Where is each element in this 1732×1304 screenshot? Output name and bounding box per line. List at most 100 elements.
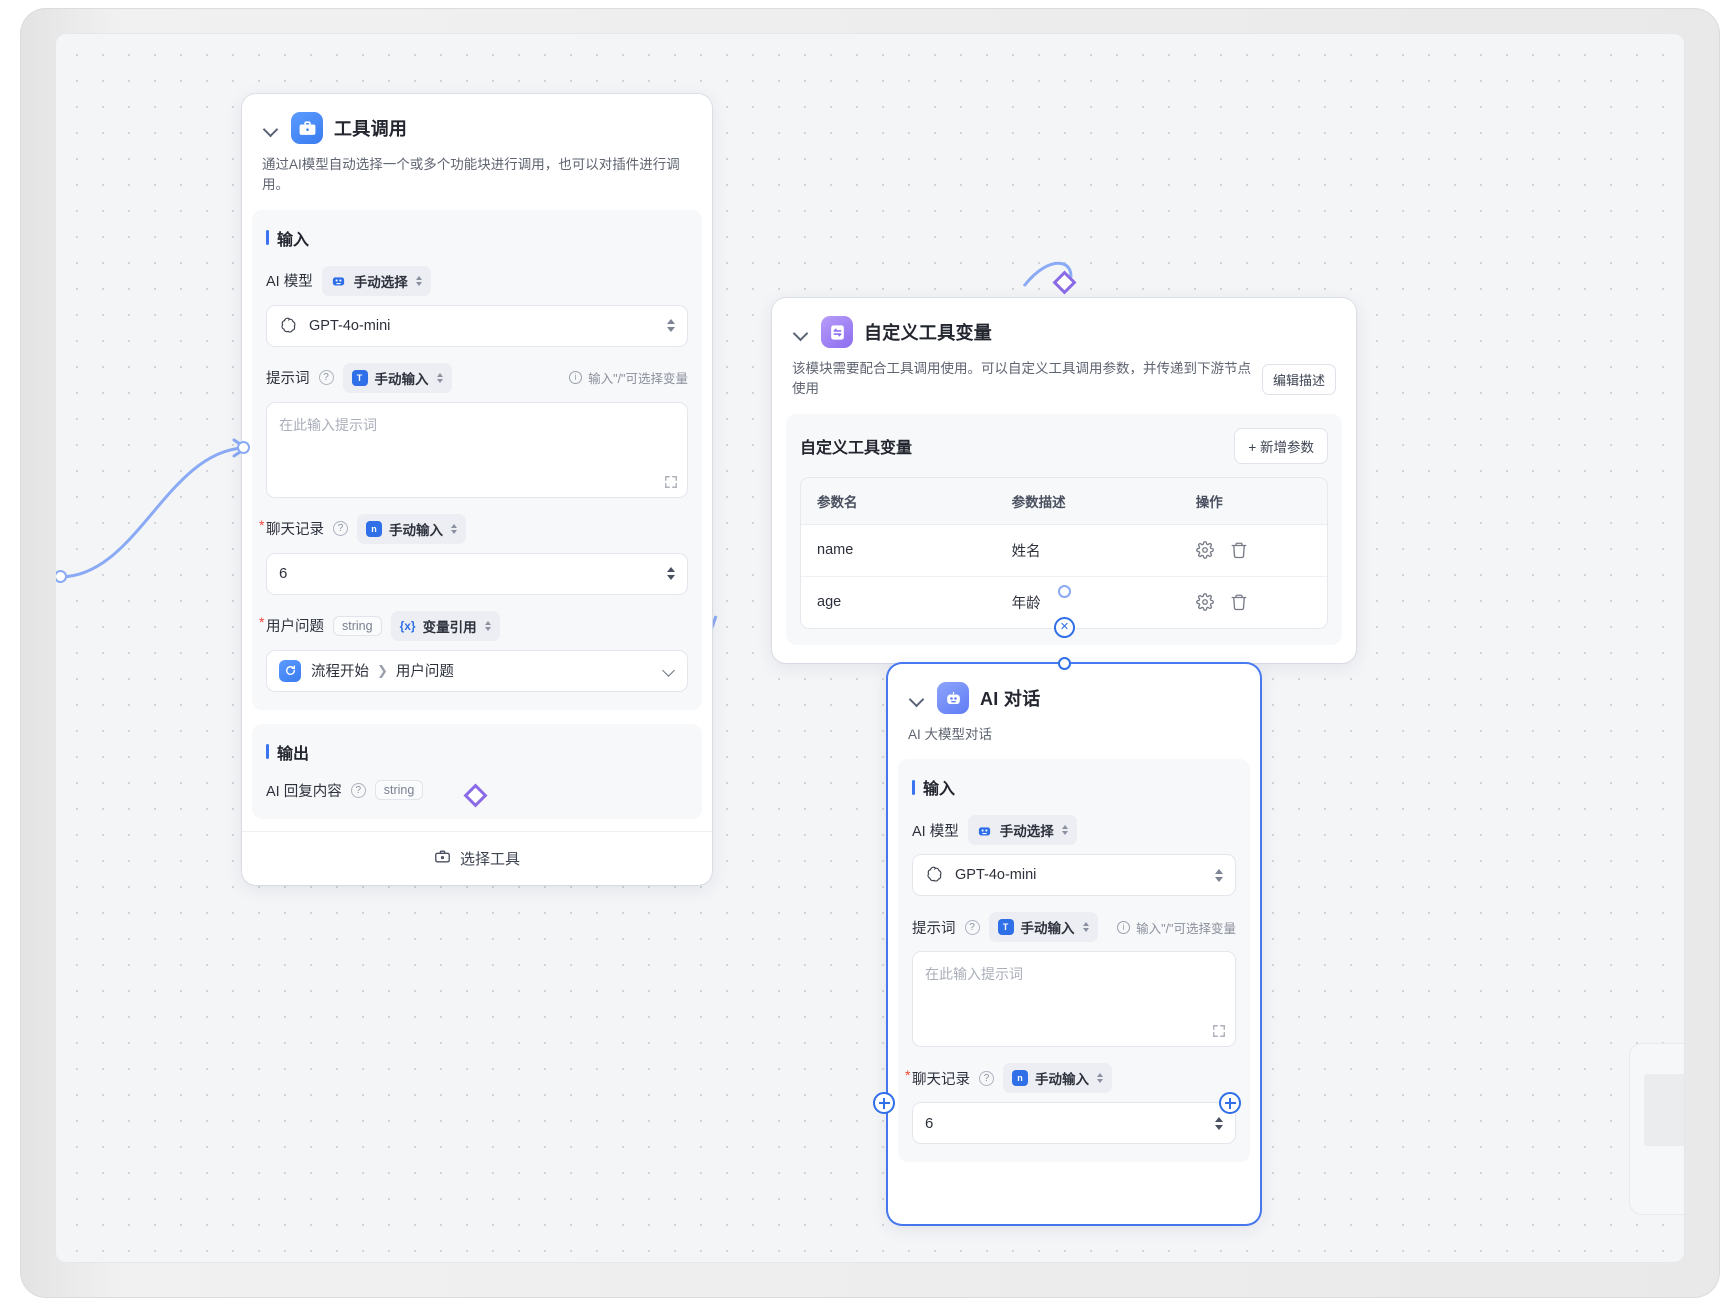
cell-param-name: name [801, 525, 996, 577]
type-badge: string [333, 615, 382, 636]
ai-model-select[interactable]: GPT-4o-mini [912, 854, 1236, 897]
robot-icon [937, 682, 969, 714]
add-node-right-button[interactable] [1219, 1092, 1241, 1114]
question-mark-icon[interactable]: ? [964, 919, 980, 935]
field-prompt: 提示词 ? T 手动输入 i 输入"/"可选择变量 [266, 362, 688, 498]
field-chat-history: 聊天记录 ? n 手动输入 6 [259, 513, 688, 595]
text-input-icon: T [351, 369, 368, 386]
input-section: 输入 AI 模型 手动选择 [252, 209, 702, 710]
question-mark-icon[interactable]: ? [979, 1070, 994, 1086]
chevron-updown-icon [1061, 825, 1068, 836]
chat-history-stepper[interactable]: 6 [266, 552, 688, 595]
question-mark-icon[interactable]: ? [350, 782, 366, 798]
ai-model-select[interactable]: GPT-4o-mini [266, 304, 688, 347]
select-tool-button[interactable]: 选择工具 [242, 830, 712, 885]
user-question-variable-select[interactable]: 流程开始 ❯ 用户问题 [266, 649, 688, 692]
prompt-hint: i 输入"/"可选择变量 [569, 368, 688, 387]
section-title-input: 输入 [912, 775, 1236, 799]
chevron-right-icon: ❯ [377, 662, 388, 678]
user-question-mode-select[interactable]: {x} 变量引用 [390, 610, 500, 641]
prompt-label: 提示词 [912, 920, 956, 937]
chevron-updown-icon [1097, 1073, 1103, 1084]
node-title: AI 对话 [980, 689, 1041, 709]
chat-history-mode-select[interactable]: n 手动输入 [357, 513, 466, 544]
chat-history-mode-label: 手动输入 [1035, 1072, 1089, 1088]
prompt-textarea[interactable]: 在此输入提示词 [266, 401, 688, 498]
field-user-question: 用户问题 string {x} 变量引用 [259, 610, 688, 692]
ai-chat-input-port[interactable] [1058, 657, 1071, 670]
field-prompt: 提示词 ? T 手动输入 i 输入"/"可选择变量 [912, 912, 1236, 1048]
info-icon: i [1117, 920, 1131, 934]
variable-table: 参数名 参数描述 操作 name 姓名 [800, 476, 1328, 629]
cell-param-desc: 年龄 [1011, 595, 1041, 612]
chat-history-mode-select[interactable]: n 手动输入 [1003, 1063, 1112, 1094]
device-shell: ✕ [20, 8, 1720, 1298]
prompt-mode-select[interactable]: T 手动输入 [988, 912, 1098, 943]
gear-icon[interactable] [1195, 541, 1214, 559]
chevron-updown-icon [1082, 922, 1089, 933]
right-side-panel[interactable] [1630, 1044, 1684, 1214]
node-description: 该模块需要配合工具调用使用。可以自定义工具调用参数，并传递到下游节点使用 编辑描… [792, 359, 1336, 400]
node-custom-tool-variable[interactable]: 自定义工具变量 该模块需要配合工具调用使用。可以自定义工具调用参数，并传递到下游… [772, 298, 1356, 663]
ai-model-mode-select[interactable]: 手动选择 [967, 815, 1077, 846]
ai-model-label: AI 模型 [912, 823, 959, 840]
robot-icon [331, 273, 347, 289]
number-input-icon: n [366, 520, 382, 537]
chevron-updown-icon [484, 620, 491, 631]
trash-icon[interactable] [1230, 593, 1248, 611]
ai-model-mode-select[interactable]: 手动选择 [321, 265, 431, 296]
trash-icon[interactable] [1230, 541, 1248, 559]
chevron-down-icon[interactable] [908, 689, 926, 707]
col-param-name: 参数名 [801, 477, 996, 525]
table-row[interactable]: age 年龄 [801, 577, 1327, 628]
user-question-label: 用户问题 [259, 614, 324, 636]
expand-icon[interactable] [1212, 1024, 1226, 1038]
chat-history-stepper[interactable]: 6 [912, 1102, 1236, 1145]
prompt-textarea[interactable]: 在此输入提示词 [912, 951, 1236, 1048]
prompt-mode-select[interactable]: T 手动输入 [342, 362, 452, 393]
info-icon: i [569, 371, 583, 384]
question-mark-icon[interactable]: ? [333, 521, 348, 536]
stepper-arrows-icon[interactable] [667, 567, 675, 580]
node-title: 工具调用 [334, 119, 408, 139]
toolbox-icon [434, 848, 451, 869]
chevron-updown-icon[interactable] [667, 319, 675, 332]
expand-icon[interactable] [664, 475, 678, 489]
openai-logo-icon [925, 865, 945, 885]
tool-var-output-port[interactable] [1058, 585, 1071, 598]
node-description: AI 大模型对话 [908, 727, 993, 742]
add-param-button[interactable]: + 新增参数 [1234, 427, 1328, 464]
edit-description-button[interactable]: 编辑描述 [1261, 363, 1336, 395]
variable-card-title: 自定义工具变量 [800, 439, 913, 457]
table-row[interactable]: name 姓名 [801, 525, 1327, 577]
cell-param-desc: 姓名 [995, 525, 1180, 577]
select-tool-label: 选择工具 [459, 850, 520, 868]
chat-history-mode-label: 手动输入 [389, 522, 443, 538]
variable-breadcrumb: 流程开始 ❯ 用户问题 [311, 660, 454, 681]
ai-model-label: AI 模型 [266, 274, 313, 290]
prompt-mode-label: 手动输入 [374, 371, 429, 387]
chevron-updown-icon[interactable] [1215, 868, 1223, 882]
chevron-down-icon[interactable] [663, 665, 675, 677]
flow-start-icon [279, 659, 301, 682]
chevron-updown-icon [415, 275, 422, 286]
question-mark-icon[interactable]: ? [318, 370, 334, 385]
workflow-canvas[interactable]: ✕ [56, 34, 1684, 1262]
stepper-arrows-icon[interactable] [1215, 1116, 1223, 1130]
chevron-down-icon[interactable] [262, 119, 280, 137]
tool-call-input-port[interactable] [237, 441, 250, 454]
user-question-mode-label: 变量引用 [422, 619, 477, 635]
input-section: 输入 AI 模型 手动选择 [898, 759, 1250, 1163]
edge-delete-button[interactable]: ✕ [1054, 617, 1075, 638]
add-node-left-button[interactable] [873, 1092, 895, 1114]
col-param-desc: 参数描述 [995, 477, 1180, 525]
node-tool-call[interactable]: 工具调用 通过AI模型自动选择一个或多个功能块进行调用，也可以对插件进行调用。 … [242, 94, 712, 885]
ai-model-mode-label: 手动选择 [999, 824, 1054, 840]
chevron-down-icon[interactable] [792, 323, 810, 341]
ai-model-mode-label: 手动选择 [353, 274, 408, 290]
node-ai-chat[interactable]: AI 对话 AI 大模型对话 输入 AI 模型 [888, 664, 1260, 1224]
toolbox-icon [291, 112, 323, 144]
number-input-icon: n [1012, 1070, 1028, 1087]
gear-icon[interactable] [1195, 593, 1214, 611]
